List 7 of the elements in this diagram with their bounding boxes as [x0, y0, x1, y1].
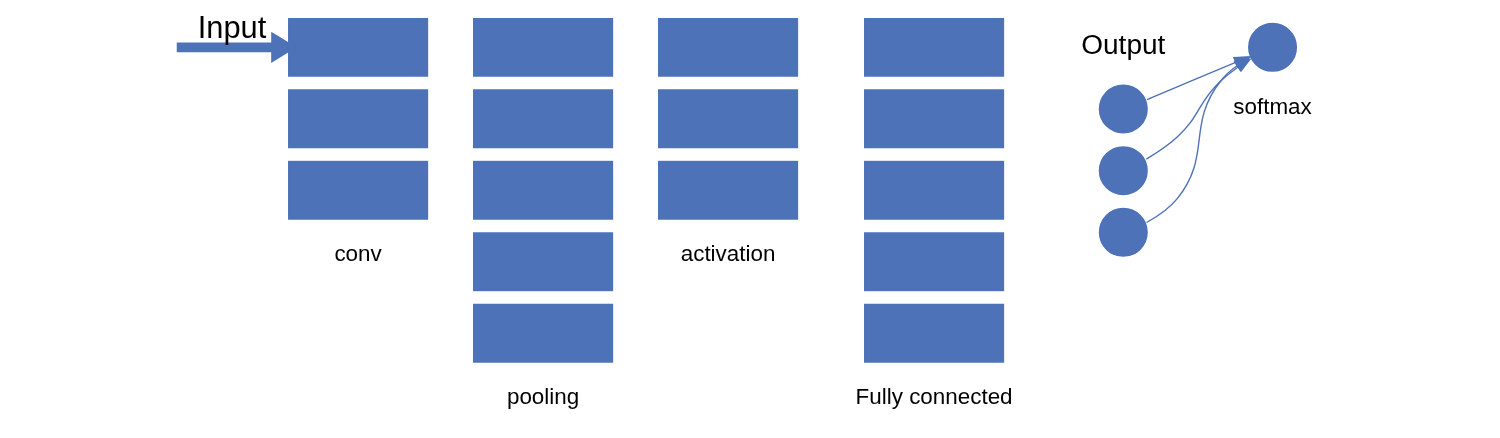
node-label: softmax	[1233, 94, 1312, 120]
edge-label: Input	[197, 10, 267, 46]
node-label: conv	[334, 241, 382, 267]
node-label: activation	[680, 241, 776, 267]
label: Output	[1081, 29, 1166, 61]
node-label: Fully connected	[855, 384, 1013, 410]
node-label: pooling	[506, 384, 580, 410]
